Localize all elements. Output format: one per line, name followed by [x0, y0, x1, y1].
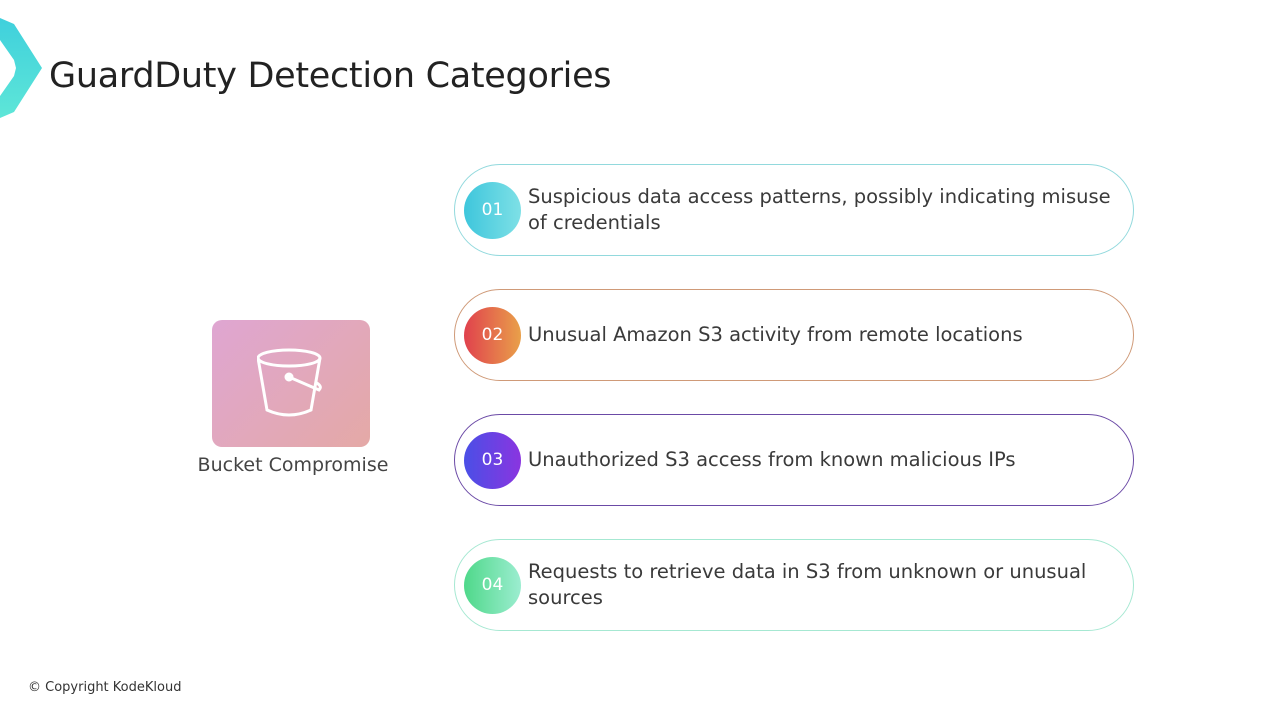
category-label: Bucket Compromise	[197, 454, 389, 476]
item-number-badge: 03	[464, 431, 521, 489]
page-title: GuardDuty Detection Categories	[49, 56, 612, 96]
item-text: Unauthorized S3 access from known malici…	[528, 448, 1016, 471]
item-text: Unusual Amazon S3 activity from remote l…	[528, 323, 1023, 346]
copyright: © Copyright KodeKloud	[28, 680, 182, 695]
item-number-badge: 01	[464, 181, 521, 239]
bucket-icon	[257, 348, 322, 417]
item-text: Suspicious data access patterns, possibl…	[528, 185, 1111, 234]
detection-item: 03 Unauthorized S3 access from known mali…	[454, 414, 1134, 506]
item-number-badge: 02	[464, 306, 521, 364]
item-text: Requests to retrieve data in S3 from unk…	[528, 560, 1087, 609]
detection-item: 02 Unusual Amazon S3 activity from remote…	[454, 289, 1134, 381]
bucket-card	[212, 320, 370, 447]
kodekloud-logo-icon	[0, 18, 42, 118]
item-number-badge: 04	[464, 556, 521, 614]
